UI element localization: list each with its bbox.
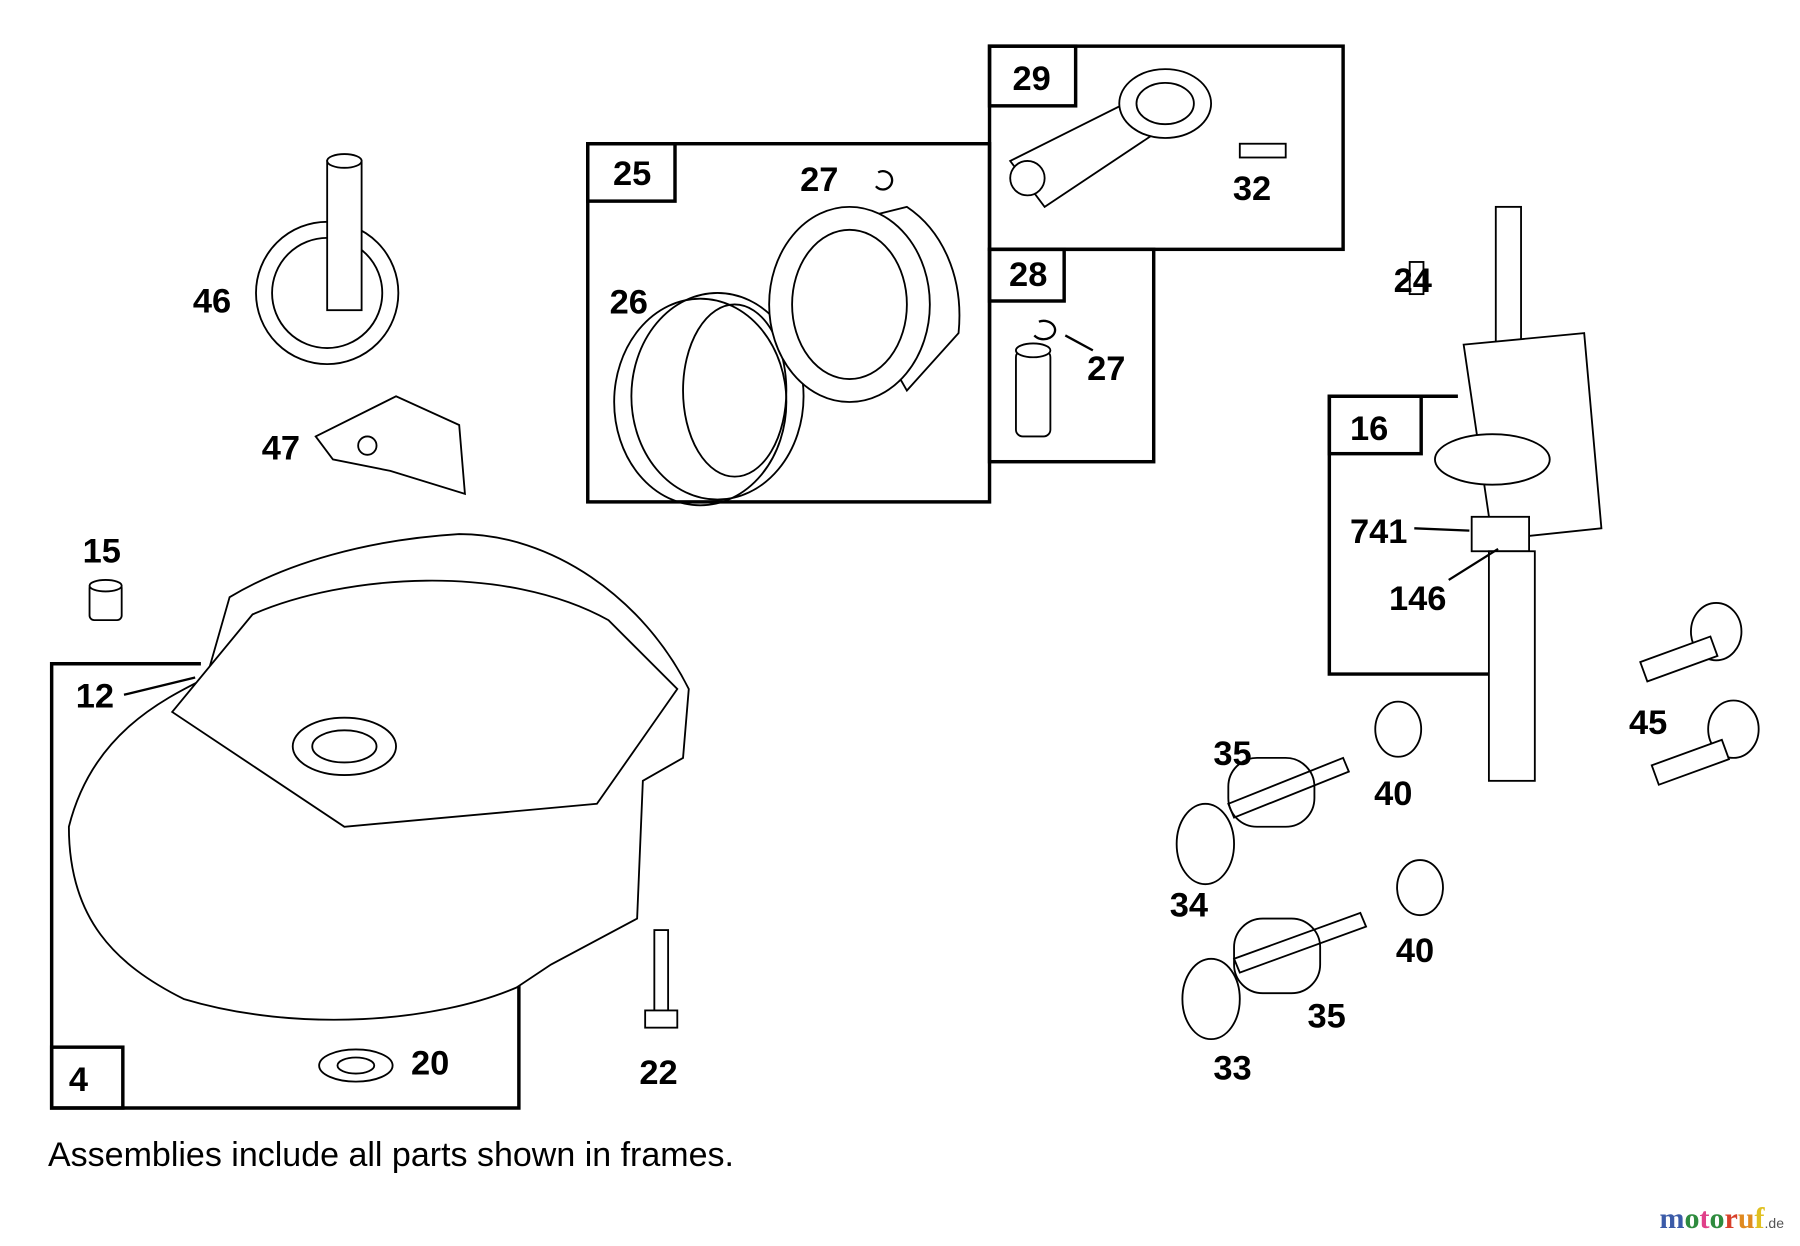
watermark-letter: o <box>1709 1202 1725 1235</box>
frame-4 <box>49 662 521 1110</box>
governor-47 <box>314 395 466 496</box>
watermark-text: motoruf <box>1660 1202 1765 1235</box>
crankcase-12 <box>67 533 690 1021</box>
callout-35b: 35 <box>1308 998 1346 1036</box>
connecting-rod-29 <box>1008 68 1287 209</box>
watermark-letter: f <box>1754 1202 1765 1235</box>
frame-28 <box>987 247 1156 464</box>
callout-146: 146 <box>1389 580 1446 618</box>
piston-27 <box>768 169 961 403</box>
watermark-suffix: .de <box>1764 1215 1784 1231</box>
callout-40b: 40 <box>1396 932 1434 970</box>
frame-16 <box>1327 394 1493 676</box>
callout-26: 26 <box>610 284 648 322</box>
callout-33: 33 <box>1213 1049 1251 1087</box>
callout-24: 24 <box>1394 262 1432 300</box>
callout-4: 4 <box>69 1061 88 1099</box>
assembly-note: Assemblies include all parts shown in fr… <box>48 1136 734 1174</box>
callout-45: 45 <box>1629 704 1667 742</box>
watermark-letter: t <box>1699 1202 1710 1235</box>
callout-35a: 35 <box>1213 735 1251 773</box>
callout-28: 28 <box>1009 256 1047 294</box>
leader-12 <box>123 676 196 696</box>
plug-15 <box>88 579 123 622</box>
valves-lifters <box>1175 601 1760 1041</box>
callout-20: 20 <box>411 1045 449 1083</box>
callout-34: 34 <box>1170 886 1208 924</box>
callout-40a: 40 <box>1374 775 1412 813</box>
callout-29: 29 <box>1013 60 1051 98</box>
callout-12: 12 <box>76 677 114 715</box>
watermark-letter: u <box>1737 1202 1755 1235</box>
bolt-22 <box>644 929 679 1029</box>
callout-47: 47 <box>262 429 300 467</box>
watermark-logo: motoruf.de <box>1660 1202 1784 1236</box>
piston-rings-26 <box>613 292 805 507</box>
callout-22: 22 <box>639 1054 677 1092</box>
watermark-letter: o <box>1684 1202 1700 1235</box>
callout-46: 46 <box>193 282 231 320</box>
wrist-pin-28 <box>1015 319 1094 438</box>
camshaft-gear-46 <box>255 153 400 366</box>
frame-29 <box>987 44 1345 252</box>
callout-27b: 27 <box>1087 350 1125 388</box>
crankshaft-16 <box>1408 205 1603 782</box>
callout-16: 16 <box>1350 410 1388 448</box>
callout-15: 15 <box>83 533 121 571</box>
watermark-letter: m <box>1659 1202 1685 1235</box>
callout-27a: 27 <box>800 161 838 199</box>
callout-741: 741 <box>1350 513 1407 551</box>
callout-32: 32 <box>1233 170 1271 208</box>
callout-25: 25 <box>613 155 651 193</box>
seal-20 <box>318 1048 394 1083</box>
watermark-letter: r <box>1724 1202 1738 1235</box>
